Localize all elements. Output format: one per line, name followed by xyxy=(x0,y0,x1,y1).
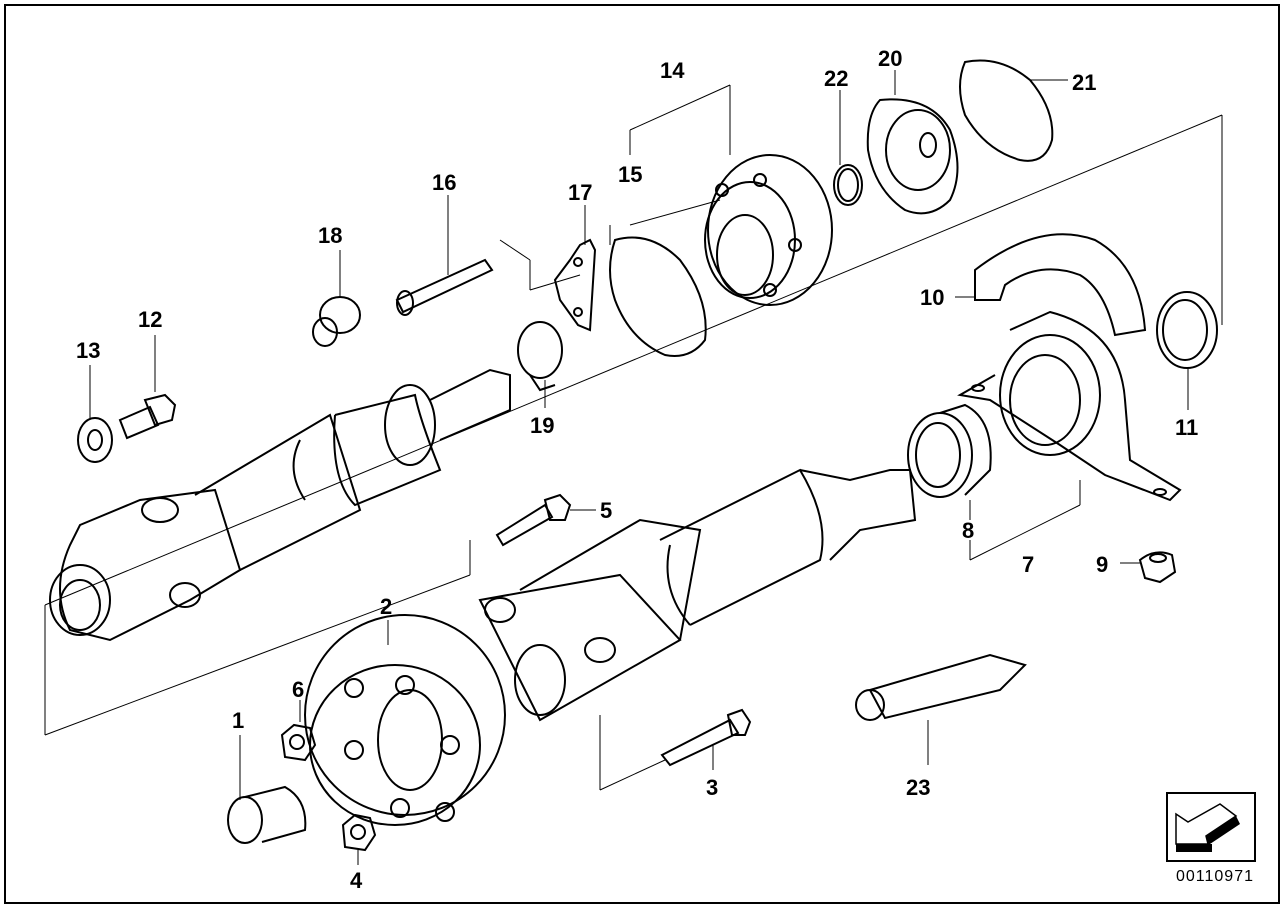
part-11-seal xyxy=(1156,291,1218,369)
part-4-nut xyxy=(341,813,377,852)
part-1-sleeve xyxy=(227,785,307,844)
part-7-center-bearing xyxy=(957,310,1182,502)
part-15-gasket xyxy=(609,236,707,357)
callout-22: 22 xyxy=(824,66,848,91)
part-14-cv-joint xyxy=(704,154,833,306)
callout-8: 8 xyxy=(962,518,974,543)
part-22-circlip xyxy=(833,164,863,206)
callout-15: 15 xyxy=(618,162,642,187)
part-2-flex-disc xyxy=(304,614,506,826)
front-propeller-shaft xyxy=(49,368,511,642)
part-12-bolt xyxy=(118,393,177,440)
part-17-lock-plate xyxy=(553,238,597,332)
callout-19: 19 xyxy=(530,413,554,438)
callout-10: 10 xyxy=(920,285,944,310)
rear-propeller-shaft xyxy=(478,468,917,722)
callout-6: 6 xyxy=(292,677,304,702)
part-18-plug xyxy=(312,296,361,347)
part-3-bolt xyxy=(660,708,752,767)
callout-11: 11 xyxy=(1175,415,1198,440)
part-13-washer xyxy=(77,417,113,463)
callout-18: 18 xyxy=(318,223,342,248)
callout-1: 1 xyxy=(232,708,244,733)
callout-21: 21 xyxy=(1072,70,1096,95)
assembly-lines xyxy=(44,84,1223,791)
part-19-clamp xyxy=(517,321,563,392)
callout-5: 5 xyxy=(600,498,612,523)
callout-13: 13 xyxy=(76,338,100,363)
arrow-down-left-icon xyxy=(1175,803,1240,852)
part-21-gasket xyxy=(959,59,1054,162)
leader-lines xyxy=(89,70,1189,865)
part-8-bearing xyxy=(907,403,992,498)
callout-2: 2 xyxy=(380,594,392,619)
callout-4: 4 xyxy=(350,868,363,893)
callout-14: 14 xyxy=(660,58,685,83)
navigation-stamp[interactable] xyxy=(1166,792,1256,862)
callout-17: 17 xyxy=(568,180,592,205)
document-code: 00110971 xyxy=(1176,868,1254,885)
part-9-nut xyxy=(1138,551,1177,584)
part-6-nut xyxy=(280,723,317,762)
part-5-bolt xyxy=(495,493,572,547)
part-10-cover xyxy=(974,233,1147,337)
callout-16: 16 xyxy=(432,170,456,195)
callout-3: 3 xyxy=(706,775,718,800)
callout-12: 12 xyxy=(138,307,162,332)
callout-9: 9 xyxy=(1096,552,1108,577)
part-20-cap xyxy=(866,98,959,215)
callout-labels: 1 2 3 4 5 6 7 8 9 10 11 12 13 14 15 16 1… xyxy=(76,46,1198,893)
callout-23: 23 xyxy=(906,775,930,800)
callout-20: 20 xyxy=(878,46,902,71)
diagram-frame xyxy=(4,4,1280,904)
callout-7: 7 xyxy=(1022,552,1034,577)
part-23-grease-tube xyxy=(855,653,1027,721)
part-16-bolt xyxy=(395,258,494,316)
